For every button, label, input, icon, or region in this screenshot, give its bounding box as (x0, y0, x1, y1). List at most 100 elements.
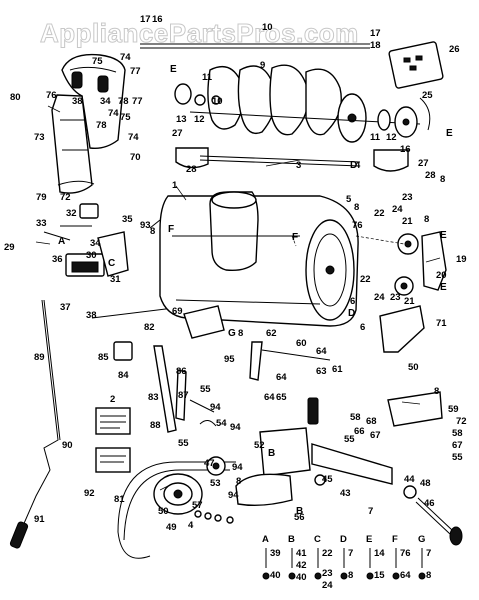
key-c-mid: 23 (322, 568, 333, 579)
callout-91: 91 (34, 514, 45, 525)
callout-83: 83 (148, 392, 159, 403)
callout-27b: 27 (418, 158, 429, 169)
callout-55c: 55 (452, 452, 463, 463)
callout-19: 19 (456, 254, 467, 265)
drive-sprockets (355, 231, 447, 296)
callout-27: 27 (172, 128, 183, 139)
callout-8f: 8 (424, 214, 429, 225)
ref-g-mount: G (228, 328, 236, 339)
callout-93: 93 (140, 220, 151, 231)
key-g-letter: G (418, 534, 425, 545)
callout-55b: 55 (344, 434, 355, 445)
callout-26: 26 (449, 44, 460, 55)
callout-11b: 11 (370, 132, 381, 143)
callout-25: 25 (422, 90, 433, 101)
callout-37: 37 (60, 302, 71, 313)
callout-10: 10 (262, 22, 273, 33)
callout-55d: 55 (178, 438, 189, 449)
callout-64c: 64 (264, 392, 275, 403)
callout-16: 16 (152, 14, 163, 25)
callout-50b: 50 (408, 362, 419, 373)
callout-6: 6 (360, 322, 365, 333)
drive-bracket-left (43, 203, 129, 277)
key-d-letter: D (340, 534, 347, 545)
callout-77b: 77 (132, 96, 143, 107)
callout-72: 72 (60, 192, 71, 203)
callout-53: 53 (210, 478, 221, 489)
key-a-top: 39 (270, 548, 281, 559)
callout-58: 58 (350, 412, 361, 423)
key-d-bottom: 8 (348, 570, 353, 581)
ref-e-sprocket-low: E (440, 282, 447, 293)
callout-94: 94 (210, 402, 221, 413)
callout-95: 95 (224, 354, 235, 365)
key-f-letter: F (392, 534, 398, 545)
callout-75b: 75 (120, 112, 131, 123)
callout-67b: 67 (452, 440, 463, 451)
shear-pin-kit (388, 41, 444, 89)
callout-8e: 8 (354, 202, 359, 213)
callout-87: 87 (178, 390, 189, 401)
key-c-bottom: 24 (322, 580, 333, 591)
callout-78: 78 (96, 120, 107, 131)
callout-21b: 21 (404, 296, 415, 307)
ref-d-top: D (350, 160, 357, 171)
callout-24: 24 (392, 204, 403, 215)
callout-84: 84 (118, 370, 129, 381)
bearing-housings (175, 147, 409, 172)
key-a-letter: A (262, 534, 269, 545)
key-b-mid: 42 (296, 560, 307, 571)
reference-letters: E E D F E E D A C G B B F (58, 64, 453, 517)
callout-55: 55 (200, 384, 211, 395)
ref-e-left: E (170, 64, 177, 75)
callout-70: 70 (130, 152, 141, 163)
callout-60: 60 (296, 338, 307, 349)
callout-43: 43 (340, 488, 351, 499)
callout-23: 23 (402, 192, 413, 203)
ref-c-bracket: C (108, 258, 115, 269)
callout-85: 85 (98, 352, 109, 363)
callout-64b: 64 (276, 372, 287, 383)
callout-13: 13 (176, 114, 187, 125)
callout-94c: 94 (232, 462, 243, 473)
ref-a-bracket: A (58, 236, 65, 247)
callout-76: 76 (352, 220, 363, 231)
callout-21: 21 (402, 216, 413, 227)
callout-77: 77 (130, 66, 141, 77)
callout-54: 54 (216, 418, 227, 429)
callout-56: 56 (294, 512, 305, 523)
callout-59: 59 (448, 404, 459, 415)
ref-b-lower: B (296, 506, 303, 517)
key-c-letter: C (314, 534, 321, 545)
callout-11: 11 (202, 72, 213, 83)
key-d-top: 7 (348, 548, 353, 559)
shields (183, 305, 425, 353)
leader-lines (35, 105, 441, 491)
callout-35: 35 (122, 214, 133, 225)
ref-f-housing: F (292, 232, 298, 243)
frame-and-axle (235, 341, 463, 546)
callout-23b: 23 (390, 292, 401, 303)
callout-10b: 10 (212, 96, 223, 107)
callout-8: 8 (150, 226, 155, 237)
callout-68: 68 (366, 416, 377, 427)
callout-61: 61 (332, 364, 343, 375)
key-g-top: 7 (426, 548, 431, 559)
callout-79: 79 (36, 192, 47, 203)
callout-36: 36 (52, 254, 63, 265)
callout-8c: 8 (434, 386, 439, 397)
callout-81: 81 (114, 494, 125, 505)
callout-72b: 72 (456, 416, 467, 427)
callout-8d: 8 (236, 476, 241, 487)
callout-24b: 24 (374, 292, 385, 303)
key-g-bottom: 8 (426, 570, 431, 581)
decals (95, 407, 131, 473)
callout-4: 4 (355, 160, 361, 171)
callout-44: 44 (404, 474, 415, 485)
callout-28b: 28 (425, 170, 436, 181)
callout-75: 75 (92, 56, 103, 67)
callout-80: 80 (10, 92, 21, 103)
key-b-bottom: 40 (296, 572, 307, 583)
callout-47: 47 (204, 458, 215, 469)
auger-assembly (140, 43, 421, 143)
